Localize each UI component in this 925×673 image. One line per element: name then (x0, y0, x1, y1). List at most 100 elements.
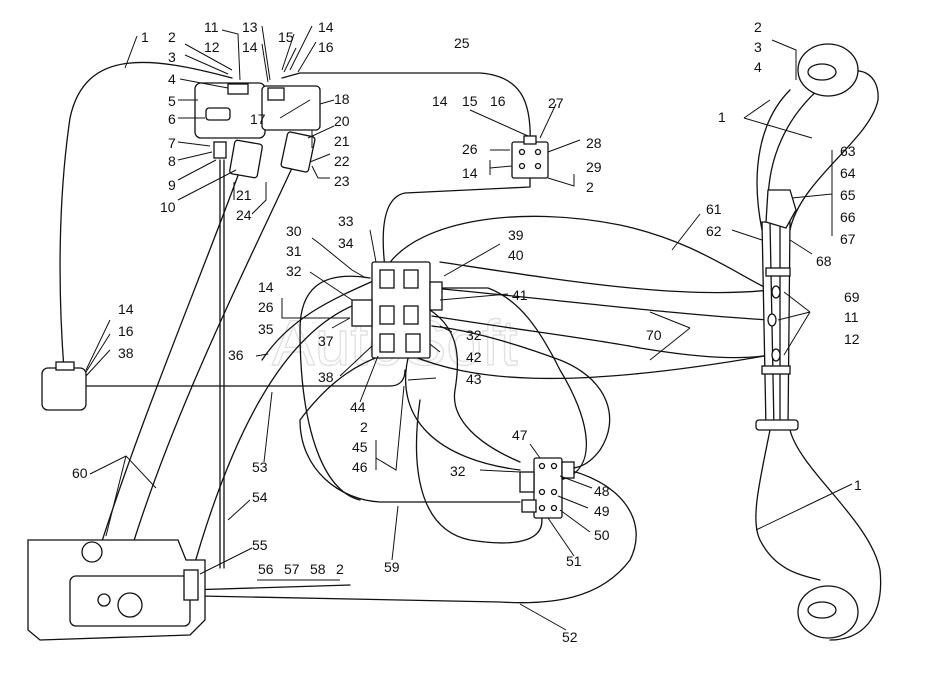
label: 46 (352, 459, 368, 475)
label: 21 (236, 187, 252, 203)
label: 2 (168, 29, 176, 45)
label: 63 (840, 143, 856, 159)
label: 7 (168, 135, 176, 151)
hose-53 (189, 299, 369, 581)
drum-bottom-hub (807, 601, 837, 619)
block-port-d (403, 305, 419, 325)
label: 15 (462, 93, 478, 109)
hose-70a (431, 287, 771, 321)
hose-32-loop (404, 349, 521, 471)
hose-60a (95, 169, 241, 561)
label: 14 (432, 93, 448, 109)
label: 39 (508, 227, 524, 243)
valve-27-bolt (534, 162, 542, 170)
filter-22 (280, 131, 316, 173)
hose-61 (387, 215, 771, 291)
valve-27-port (523, 135, 537, 145)
label: 28 (586, 135, 602, 151)
hose-1-right-bot-b (755, 429, 821, 581)
hose-lines (59, 61, 882, 641)
drum-top-hub (807, 63, 837, 81)
leader-lines (85, 25, 853, 631)
valve-47 (519, 457, 575, 519)
label: 59 (384, 559, 400, 575)
block-port-f (405, 333, 421, 353)
label: 22 (334, 153, 350, 169)
label: 48 (594, 483, 610, 499)
label: 14 (242, 39, 258, 55)
hose-valve-to-block (382, 177, 531, 269)
label: 4 (168, 71, 176, 87)
hose-41 (431, 287, 588, 481)
label: 3 (168, 49, 176, 65)
cylinder-assembly (755, 43, 859, 639)
label: 67 (840, 231, 856, 247)
label: 16 (490, 93, 506, 109)
tank-drive (117, 592, 143, 618)
label: 68 (816, 253, 832, 269)
label: 38 (118, 345, 134, 361)
label: 14 (118, 301, 134, 317)
valve-27-bolt (518, 162, 526, 170)
valve-47-bolt (550, 488, 558, 496)
label: 36 (228, 347, 244, 363)
junction-box-cap (55, 361, 75, 371)
label: 29 (586, 159, 602, 175)
label: 6 (168, 111, 176, 127)
label: 4 (754, 59, 762, 75)
label: 13 (242, 19, 258, 35)
label: 25 (454, 35, 470, 51)
label: 43 (466, 371, 482, 387)
label: 24 (236, 207, 252, 223)
filter-10 (229, 139, 263, 179)
valve-47-port-right (561, 461, 575, 479)
label: 26 (462, 141, 478, 157)
label: 21 (334, 133, 350, 149)
block-side-left (351, 299, 373, 327)
cylinder-clamp-top (765, 267, 791, 277)
label: 62 (706, 223, 722, 239)
pump-window (205, 107, 231, 121)
tank-assembly (27, 539, 206, 641)
label: 50 (594, 527, 610, 543)
hose-70b (431, 315, 771, 359)
label: 45 (352, 439, 368, 455)
label: 61 (706, 201, 722, 217)
hose-60b (127, 167, 293, 561)
cylinder-head (765, 189, 797, 229)
block-port-b (403, 269, 419, 289)
junction-box (41, 367, 87, 411)
label: 57 (284, 561, 300, 577)
label: 2 (360, 419, 368, 435)
label: 56 (258, 561, 274, 577)
block-port-c (379, 305, 395, 325)
label: 64 (840, 165, 856, 181)
cylinder-rod-right (779, 221, 791, 429)
label: 11 (844, 309, 859, 325)
label: 1 (141, 29, 149, 45)
label: 12 (844, 331, 860, 347)
label: 16 (118, 323, 134, 339)
valve-47-bolt (538, 462, 546, 470)
label: 38 (318, 369, 334, 385)
label: 23 (334, 173, 350, 189)
hose-1-right-top-b (756, 89, 791, 231)
hose-1-left (59, 61, 233, 371)
label: 12 (204, 39, 220, 55)
label: 3 (754, 39, 762, 55)
label: 27 (548, 95, 564, 111)
label: 2 (754, 19, 762, 35)
label: 20 (334, 113, 350, 129)
hose-52 (199, 467, 637, 604)
label: 53 (252, 459, 268, 475)
label: 32 (466, 327, 482, 343)
valve-47-bolt (538, 488, 546, 496)
hose-59 (299, 349, 521, 503)
valve-27-bolt (518, 148, 526, 156)
label: 35 (258, 321, 274, 337)
label: 8 (168, 153, 176, 169)
label: 52 (562, 629, 578, 645)
label: 18 (334, 91, 350, 107)
tank-pulley (81, 541, 103, 563)
